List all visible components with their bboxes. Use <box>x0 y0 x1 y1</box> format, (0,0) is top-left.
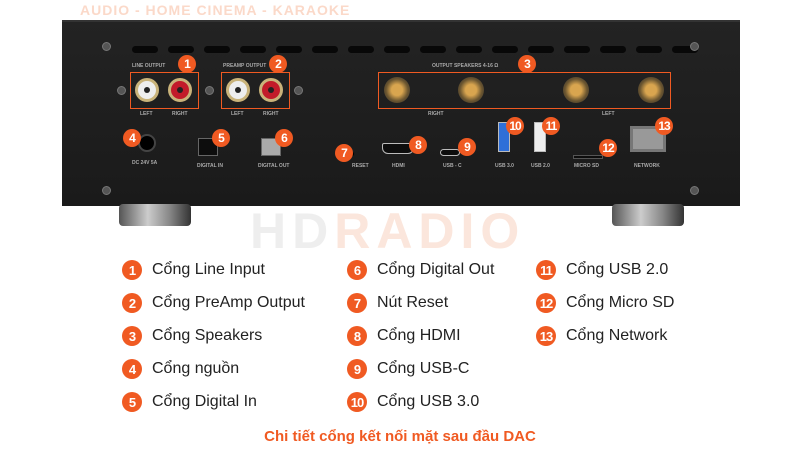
badge-5: 5 <box>122 392 142 412</box>
badge-11: 11 <box>536 260 556 280</box>
legend-item: 4 Cổng nguồn <box>122 357 305 381</box>
digital-in-label: DIGITAL IN <box>197 163 223 169</box>
device-foot <box>119 204 191 226</box>
speakers-highlight <box>378 72 671 109</box>
legend-item: 7 Nút Reset <box>347 291 494 315</box>
badge-12: 12 <box>536 293 556 313</box>
badge-3: 3 <box>518 55 536 73</box>
legend-label: Nút Reset <box>377 294 449 311</box>
device-foot <box>612 204 684 226</box>
legend-item: 12 Cổng Micro SD <box>536 291 674 315</box>
badge-3: 3 <box>122 326 142 346</box>
dac-rear-panel: LINE OUTPUT LEFT RIGHT 1 PREAMP OUTPUT L… <box>62 20 740 206</box>
preamp-output-label: PREAMP OUTPUT <box>223 63 267 69</box>
micro-sd-label: MICRO SD <box>574 163 599 169</box>
badge-5: 5 <box>212 129 230 147</box>
speaker-terminal <box>458 77 484 103</box>
line-output-left-jack <box>135 78 159 102</box>
speaker-terminal <box>563 77 589 103</box>
badge-13: 13 <box>655 117 673 135</box>
digital-out-label: DIGITAL OUT <box>258 163 290 169</box>
micro-sd-slot <box>573 155 603 159</box>
right-label: RIGHT <box>428 111 444 117</box>
usb-3-label: USB 3.0 <box>495 163 514 169</box>
left-label: LEFT <box>231 111 244 117</box>
legend-item: 10 Cổng USB 3.0 <box>347 390 494 414</box>
legend-label: Cổng USB 2.0 <box>566 261 669 278</box>
legend-label: Cổng Digital In <box>152 393 257 410</box>
legend-label: Cổng USB 3.0 <box>377 393 480 410</box>
hdmi-label: HDMI <box>392 163 405 169</box>
badge-1: 1 <box>122 260 142 280</box>
badge-6: 6 <box>275 129 293 147</box>
legend-label: Cổng Line Input <box>152 261 265 278</box>
legend-label: Cổng Digital Out <box>377 261 495 278</box>
watermark-logo: HDRADIO <box>250 203 526 259</box>
badge-4: 4 <box>122 359 142 379</box>
line-output-right-jack <box>168 78 192 102</box>
caption: Chi tiết cổng kết nối mặt sau đầu DAC <box>264 428 536 445</box>
legend-item: 6 Cổng Digital Out <box>347 258 494 282</box>
badge-7: 7 <box>347 293 367 313</box>
legend-label: Cổng Network <box>566 327 668 344</box>
legend-item: 8 Cổng HDMI <box>347 324 494 348</box>
preamp-left-jack <box>226 78 250 102</box>
badge-7: 7 <box>335 144 353 162</box>
line-output-highlight <box>130 72 199 109</box>
legend-item: 3 Cổng Speakers <box>122 324 305 348</box>
usb-c-port <box>440 149 460 156</box>
power-label: DC 24V 5A <box>132 160 158 166</box>
legend-label: Cổng nguồn <box>152 360 240 377</box>
badge-8: 8 <box>409 136 427 154</box>
legend-item: 5 Cổng Digital In <box>122 390 305 414</box>
legend-item: 11 Cổng USB 2.0 <box>536 258 674 282</box>
legend-item: 9 Cổng USB-C <box>347 357 494 381</box>
usb-2-label: USB 2.0 <box>531 163 550 169</box>
usb-c-label: USB - C <box>443 163 462 169</box>
left-label: LEFT <box>140 111 153 117</box>
right-label: RIGHT <box>172 111 188 117</box>
badge-9: 9 <box>347 359 367 379</box>
badge-11: 11 <box>542 117 560 135</box>
preamp-right-jack <box>259 78 283 102</box>
line-output-label: LINE OUTPUT <box>132 63 166 69</box>
right-label: RIGHT <box>263 111 279 117</box>
legend-item: 13 Cổng Network <box>536 324 674 348</box>
reset-label: RESET <box>352 163 369 169</box>
legend-label: Cổng PreAmp Output <box>152 294 305 311</box>
legend-item: 2 Cổng PreAmp Output <box>122 291 305 315</box>
watermark-tagline: AUDIO - HOME CINEMA - KARAOKE <box>80 2 351 18</box>
badge-6: 6 <box>347 260 367 280</box>
badge-2: 2 <box>269 55 287 73</box>
badge-9: 9 <box>458 138 476 156</box>
badge-4: 4 <box>123 129 141 147</box>
legend-label: Cổng Speakers <box>152 327 263 344</box>
network-label: NETWORK <box>634 163 660 169</box>
badge-2: 2 <box>122 293 142 313</box>
left-label: LEFT <box>602 111 615 117</box>
badge-12: 12 <box>599 139 617 157</box>
preamp-output-highlight <box>221 72 290 109</box>
speakers-label: OUTPUT SPEAKERS 4-16 Ω <box>432 63 499 69</box>
badge-10: 10 <box>347 392 367 412</box>
badge-8: 8 <box>347 326 367 346</box>
legend-label: Cổng Micro SD <box>566 294 675 311</box>
speaker-terminal <box>638 77 664 103</box>
badge-1: 1 <box>178 55 196 73</box>
legend-column-3: 11 Cổng USB 2.0 12 Cổng Micro SD 13 Cổng Ne… <box>536 258 674 348</box>
legend-label: Cổng USB-C <box>377 360 470 377</box>
badge-13: 13 <box>536 326 556 346</box>
legend-label: Cổng HDMI <box>377 327 461 344</box>
legend-item: 1 Cổng Line Input <box>122 258 305 282</box>
badge-10: 10 <box>506 117 524 135</box>
speaker-terminal <box>384 77 410 103</box>
